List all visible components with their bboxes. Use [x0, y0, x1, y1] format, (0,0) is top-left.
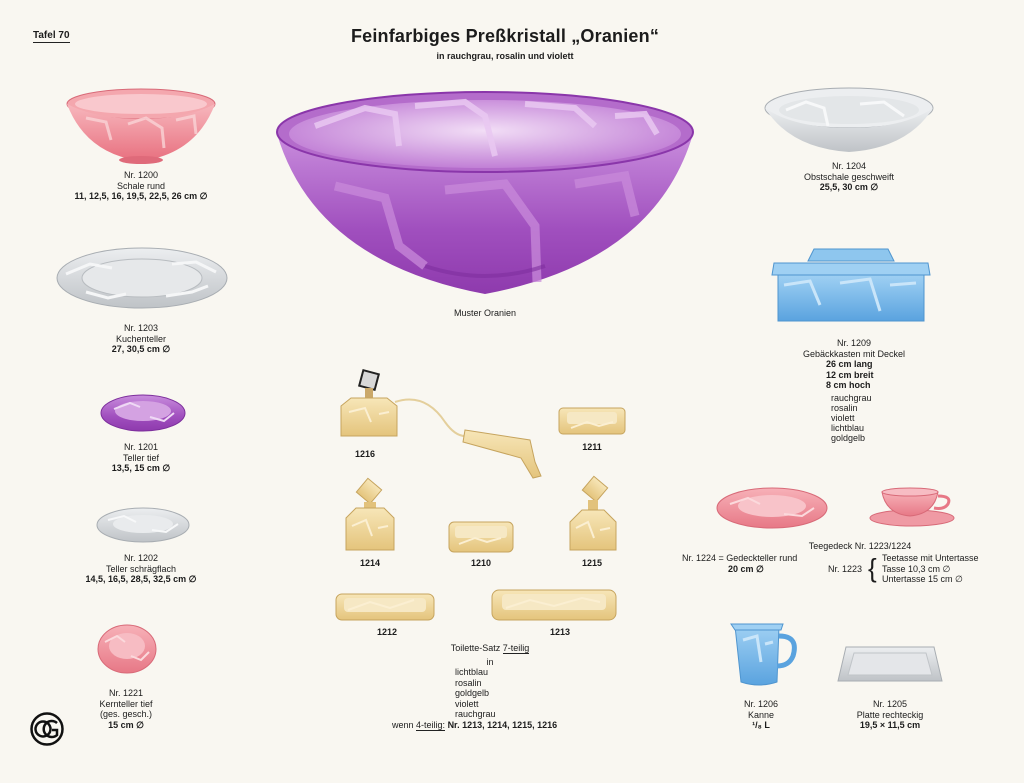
tray-1212-number: 1212 — [376, 627, 398, 637]
bowl-1200-number: Nr. 1200 — [123, 170, 159, 180]
logo-monogram-icon — [30, 712, 64, 746]
box-1211-number: 1211 — [582, 442, 602, 452]
page-subtitle: in rauchgrau, rosalin und violett — [436, 51, 574, 61]
cup-1223-line-2: Tasse 10,3 cm ∅ — [882, 563, 951, 574]
plate-1221-number: Nr. 1221 — [108, 688, 144, 698]
bowl-1204-size: 25,5, 30 cm ∅ — [819, 182, 879, 192]
plate-1221-size: 15 cm ∅ — [108, 719, 144, 730]
plate-1221-note: (ges. gesch.) — [99, 709, 153, 719]
plate-1203-size: 27, 30,5 cm ∅ — [111, 344, 171, 354]
bottle-1215-image — [569, 475, 617, 551]
plate-1224-image — [716, 487, 828, 529]
tray-1213-number: 1213 — [549, 627, 571, 637]
cup-1223-line-1: Teetasse mit Untertasse — [882, 553, 979, 563]
bottle-1214-number: 1214 — [359, 558, 381, 568]
plate-1203-name: Kuchenteller — [115, 333, 167, 344]
plate-1224-size: 20 cm ∅ — [728, 563, 764, 574]
toilette-in: in — [486, 656, 494, 667]
bottle-1214-image — [345, 477, 395, 551]
jug-1206-size: ¹/₈ L — [752, 720, 770, 730]
page-title: Feinfarbiges Preßkristall „Oranien“ — [350, 26, 660, 46]
box-1209-color-rosalin: rosalin — [831, 403, 858, 413]
plate-1224-label: Nr. 1224 = Gedeckteller rund — [682, 553, 798, 563]
plate-1221-name: Kernteller tief — [99, 698, 153, 709]
tray-1205-name: Platte rechteckig — [856, 709, 924, 720]
oranien-caption: Muster Oranien — [453, 308, 517, 318]
tray-1212-image — [335, 593, 435, 621]
bowl-1204-name: Obstschale geschweift — [803, 171, 895, 182]
box-1211-image — [558, 407, 626, 435]
plate-1221-image — [97, 624, 157, 674]
plate-1201-name: Teller tief — [122, 452, 159, 463]
toilette-set-line: Toilette-Satz 7-teilig — [420, 643, 560, 654]
bowl-1200-image — [66, 88, 216, 164]
toilette-four-part-line: wenn 4-teilig: Nr. 1213, 1214, 1215, 121… — [392, 720, 557, 731]
bowl-1200-name: Schale rund — [116, 180, 166, 191]
tray-1205-number: Nr. 1205 — [872, 699, 908, 709]
perfume-1216-number: 1216 — [354, 449, 376, 459]
box-1209-image — [771, 248, 931, 322]
toilette-color-goldgelb: goldgelb — [455, 688, 490, 698]
box-1209-name: Gebäckkasten mit Deckel — [802, 348, 906, 359]
tray-1213-image — [491, 589, 617, 621]
box-1209-width: 12 cm breit — [826, 369, 874, 380]
box-1209-height: 8 cm hoch — [826, 380, 871, 390]
jug-1206-image — [730, 623, 797, 686]
cup-1223-line-3: Untertasse 15 cm ∅ — [882, 574, 963, 584]
toilette-set-count: 7-teilig — [502, 643, 530, 654]
box-1209-length: 26 cm lang — [826, 359, 873, 369]
tray-1205-size: 19,5 × 11,5 cm — [859, 720, 921, 730]
oranien-bowl-image — [276, 91, 694, 294]
box-1209-number: Nr. 1209 — [836, 338, 872, 348]
toilette-if-numbers: Nr. 1213, 1214, 1215, 1216 — [447, 720, 558, 730]
cup-1223-image — [869, 487, 955, 527]
cup-1223-label: Nr. 1223 — [828, 564, 863, 574]
bowl-1204-number: Nr. 1204 — [831, 161, 867, 171]
toilette-color-lichtblau: lichtblau — [455, 667, 489, 677]
bottle-1215-number: 1215 — [581, 558, 603, 568]
box-1209-color-violett: violett — [831, 413, 855, 423]
plate-1203-image — [56, 247, 228, 309]
plate-1201-number: Nr. 1201 — [123, 442, 159, 452]
box-1210-number: 1210 — [470, 558, 492, 568]
plate-1202-number: Nr. 1202 — [123, 553, 159, 563]
tea-set-title: Teegedeck Nr. 1223/1224 — [808, 541, 912, 551]
toilette-if-count: 4-teilig: — [416, 720, 446, 731]
toilette-color-violett: violett — [455, 698, 479, 709]
plate-label: Tafel 70 — [33, 30, 70, 43]
perfume-1216-image — [340, 368, 542, 479]
toilette-color-rosalin: rosalin — [455, 677, 482, 688]
plate-1201-image — [100, 394, 186, 432]
tea-brace: { — [868, 553, 877, 583]
plate-1201-size: 13,5, 15 cm ∅ — [111, 463, 171, 473]
bowl-1204-image — [764, 87, 934, 152]
plate-1203-number: Nr. 1203 — [123, 323, 159, 333]
toilette-color-rauchgrau: rauchgrau — [455, 709, 496, 719]
toilette-if-prefix: wenn — [392, 720, 414, 730]
box-1209-color-rauchgrau: rauchgrau — [831, 393, 872, 403]
toilette-set-prefix: Toilette-Satz — [450, 643, 501, 653]
plate-1202-image — [96, 507, 190, 543]
box-1210-image — [448, 521, 514, 553]
jug-1206-name: Kanne — [747, 709, 775, 720]
jug-1206-number: Nr. 1206 — [743, 699, 779, 709]
bowl-1200-size: 11, 12,5, 16, 19,5, 22,5, 26 cm ∅ — [74, 191, 208, 201]
plate-1202-name: Teller schrägflach — [105, 563, 177, 574]
tray-1205-image — [837, 646, 943, 682]
box-1209-color-goldgelb: goldgelb — [831, 433, 866, 443]
plate-1202-size: 14,5, 16,5, 28,5, 32,5 cm ∅ — [85, 574, 197, 584]
box-1209-color-lichtblau: lichtblau — [831, 423, 865, 433]
